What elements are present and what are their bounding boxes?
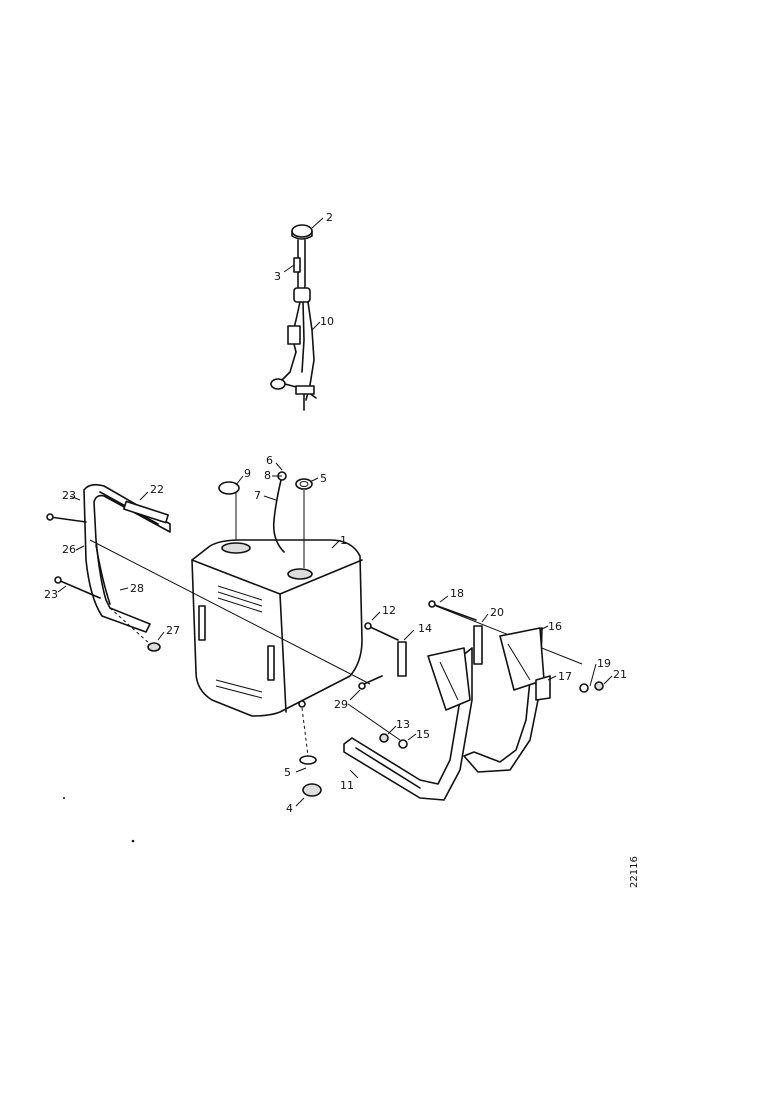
bolt-23b xyxy=(57,579,101,599)
sender-cap xyxy=(291,224,313,238)
callout-9: 9 xyxy=(244,467,251,480)
filler-cap xyxy=(218,481,240,495)
callout-6: 6 xyxy=(266,454,273,467)
strap-11 xyxy=(343,647,473,801)
bolt-12 xyxy=(367,625,399,641)
callout-11: 11 xyxy=(340,779,354,792)
bolt-29 xyxy=(363,675,383,685)
callout-22: 22 xyxy=(150,483,164,496)
callout-19: 19 xyxy=(597,657,611,670)
callout-29: 29 xyxy=(334,698,348,711)
vent-hose xyxy=(272,475,285,553)
left-strap-assembly xyxy=(46,483,171,652)
callout-labels: 2 3 10 9 6 8 7 5 1 22 23 26 23 28 27 12 … xyxy=(44,211,627,815)
callout-2: 2 xyxy=(326,211,333,224)
callout-23-lower: 23 xyxy=(44,588,58,601)
callout-10: 10 xyxy=(320,315,334,328)
callout-13: 13 xyxy=(396,718,410,731)
callout-27: 27 xyxy=(166,624,180,637)
callout-4: 4 xyxy=(286,802,293,815)
spacer-14 xyxy=(397,641,407,677)
drain-plug-assembly xyxy=(299,707,322,797)
washer-19 xyxy=(579,683,589,693)
filler-hardware xyxy=(218,471,313,568)
leader-lines xyxy=(57,217,613,807)
washer-15 xyxy=(398,739,408,749)
strap-22 xyxy=(83,483,171,633)
sender-unit-assembly xyxy=(270,224,317,411)
nut-27 xyxy=(147,642,161,652)
sender-opening xyxy=(287,568,313,580)
callout-8: 8 xyxy=(264,469,271,482)
drawing-code: 22116 xyxy=(629,856,640,888)
callout-12: 12 xyxy=(382,604,396,617)
bolt-18 xyxy=(431,603,477,621)
fuel-tank xyxy=(191,539,363,717)
strap-bracket xyxy=(123,500,169,524)
float xyxy=(270,378,286,390)
callout-14: 14 xyxy=(418,622,432,635)
callout-1: 1 xyxy=(340,534,347,547)
bolt-23a xyxy=(49,516,87,523)
callout-17: 17 xyxy=(558,670,572,683)
clip-17 xyxy=(535,675,551,701)
front-bracket xyxy=(427,647,471,711)
callout-5-top: 5 xyxy=(320,472,327,485)
callout-20: 20 xyxy=(490,606,504,619)
callout-28: 28 xyxy=(130,582,144,595)
callout-23-upper: 23 xyxy=(62,489,76,502)
filler-neck-opening xyxy=(221,542,251,554)
callout-3: 3 xyxy=(274,270,281,283)
spacer-20 xyxy=(473,625,483,665)
gasket-top xyxy=(295,478,313,490)
callout-5-bottom: 5 xyxy=(284,766,291,779)
callout-21: 21 xyxy=(613,668,627,681)
nut-21 xyxy=(594,681,604,691)
right-bracket-assembly xyxy=(343,600,604,801)
nut-13 xyxy=(379,733,389,743)
washer-5 xyxy=(299,755,317,765)
callout-16: 16 xyxy=(548,620,562,633)
sender-body xyxy=(293,287,311,303)
callout-15: 15 xyxy=(416,728,430,741)
callout-26: 26 xyxy=(62,543,76,556)
callout-7: 7 xyxy=(254,489,261,502)
drain-plug-4 xyxy=(302,783,322,797)
callout-18: 18 xyxy=(450,587,464,600)
